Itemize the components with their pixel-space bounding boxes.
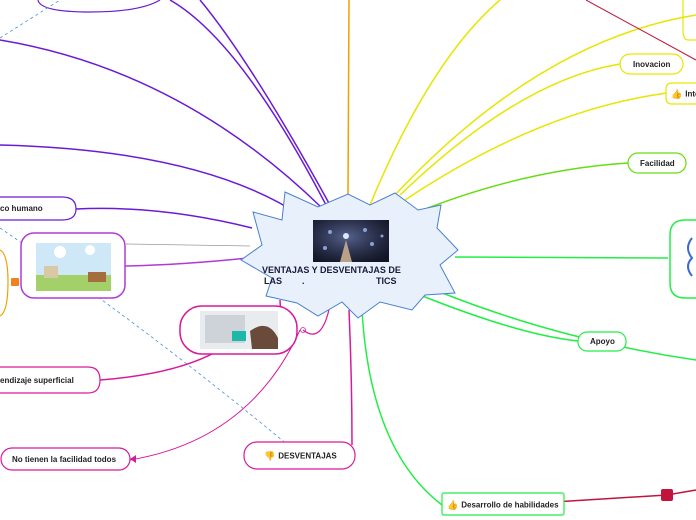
central-title-dot: .: [302, 276, 305, 286]
purple-branch-1: [199, 0, 331, 206]
yellow-branch-innovacion: [399, 63, 621, 196]
aprendizaje-node-shape[interactable]: [0, 366, 101, 394]
apoyo-label: Apoyo: [590, 337, 615, 346]
purple-branch-image: [124, 257, 249, 267]
magenta-branch-no-tienen: [129, 329, 301, 461]
central-topic-title: VENTAJAS Y DESVENTAJAS DE LAS . TICS: [262, 265, 432, 287]
innovacion-node-shape[interactable]: [619, 53, 684, 75]
facilidad-node-shape[interactable]: [627, 152, 687, 174]
dashed-relation-top-left: [0, 0, 61, 39]
top-left-partial-node[interactable]: [37, 0, 161, 13]
yellow-branch-1: [369, 0, 501, 206]
yellow-branch-2: [394, 14, 696, 196]
yellow-branch-inte: [404, 92, 668, 201]
central-image: [313, 220, 389, 262]
thumbs-up-icon: 👍: [671, 89, 683, 99]
desventajas-node-shape[interactable]: [243, 441, 356, 470]
small-connector-dot: [300, 327, 306, 333]
orange-branch: [347, 0, 350, 196]
facilidad-label: Facilidad: [640, 159, 675, 168]
relation-handle[interactable]: [661, 489, 673, 501]
purple-branch-4: [0, 144, 301, 216]
orange-partial-node[interactable]: [0, 249, 9, 317]
inte-text: Inte: [685, 89, 696, 99]
apoyo-node-shape[interactable]: [577, 331, 627, 352]
thumbs-down-icon: 👎: [264, 451, 276, 461]
right-partial-image: [687, 237, 694, 277]
innovacion-label: Inovacion: [633, 60, 671, 69]
desarrollo-text: Desarrollo de habilidades: [461, 500, 559, 510]
dark-red-branch-top: [585, 0, 696, 61]
top-right-partial-node[interactable]: [682, 0, 696, 41]
desarrollo-label: 👍Desarrollo de habilidades: [447, 500, 559, 511]
no-tienen-arrowhead: [130, 455, 136, 463]
magenta-branch-small: [302, 304, 331, 335]
green-branch-facilidad: [409, 162, 629, 216]
purple-branch-2: [169, 0, 327, 206]
right-image-partial-node[interactable]: [669, 219, 696, 299]
desventajas-label: 👎DESVENTAJAS: [264, 451, 337, 462]
no-tienen-label: No tienen la facilidad todos: [12, 455, 117, 464]
contacto-label: co humano: [0, 204, 43, 213]
purple-branch-contacto: [75, 207, 253, 229]
green-branch-apoyo: [419, 294, 579, 342]
green-branch-right: [454, 256, 669, 259]
contacto-node-shape[interactable]: [0, 196, 77, 221]
central-title-line-1: VENTAJAS Y DESVENTAJAS DE: [262, 265, 401, 275]
central-title-tics: TICS: [376, 276, 397, 286]
calculator-image: [200, 311, 278, 349]
aprendizaje-label: endizaje superficial: [0, 376, 74, 385]
thumbs-up-icon-desarrollo: 👍: [447, 500, 459, 510]
house-image: [36, 243, 111, 291]
desventajas-text: DESVENTAJAS: [278, 451, 337, 461]
orange-small-badge: [11, 278, 19, 286]
green-branch-right-bottom: [439, 291, 696, 361]
inte-node-shape[interactable]: [665, 82, 696, 105]
central-title-las: LAS: [264, 276, 282, 286]
gray-branch-image: [125, 243, 251, 247]
magenta-branch-desventajas: [348, 309, 353, 446]
inte-label: 👍Inte: [671, 89, 696, 100]
green-branch-desarrollo: [361, 309, 443, 506]
purple-branch-3: [0, 39, 323, 209]
desarrollo-node-shape[interactable]: [441, 492, 565, 516]
